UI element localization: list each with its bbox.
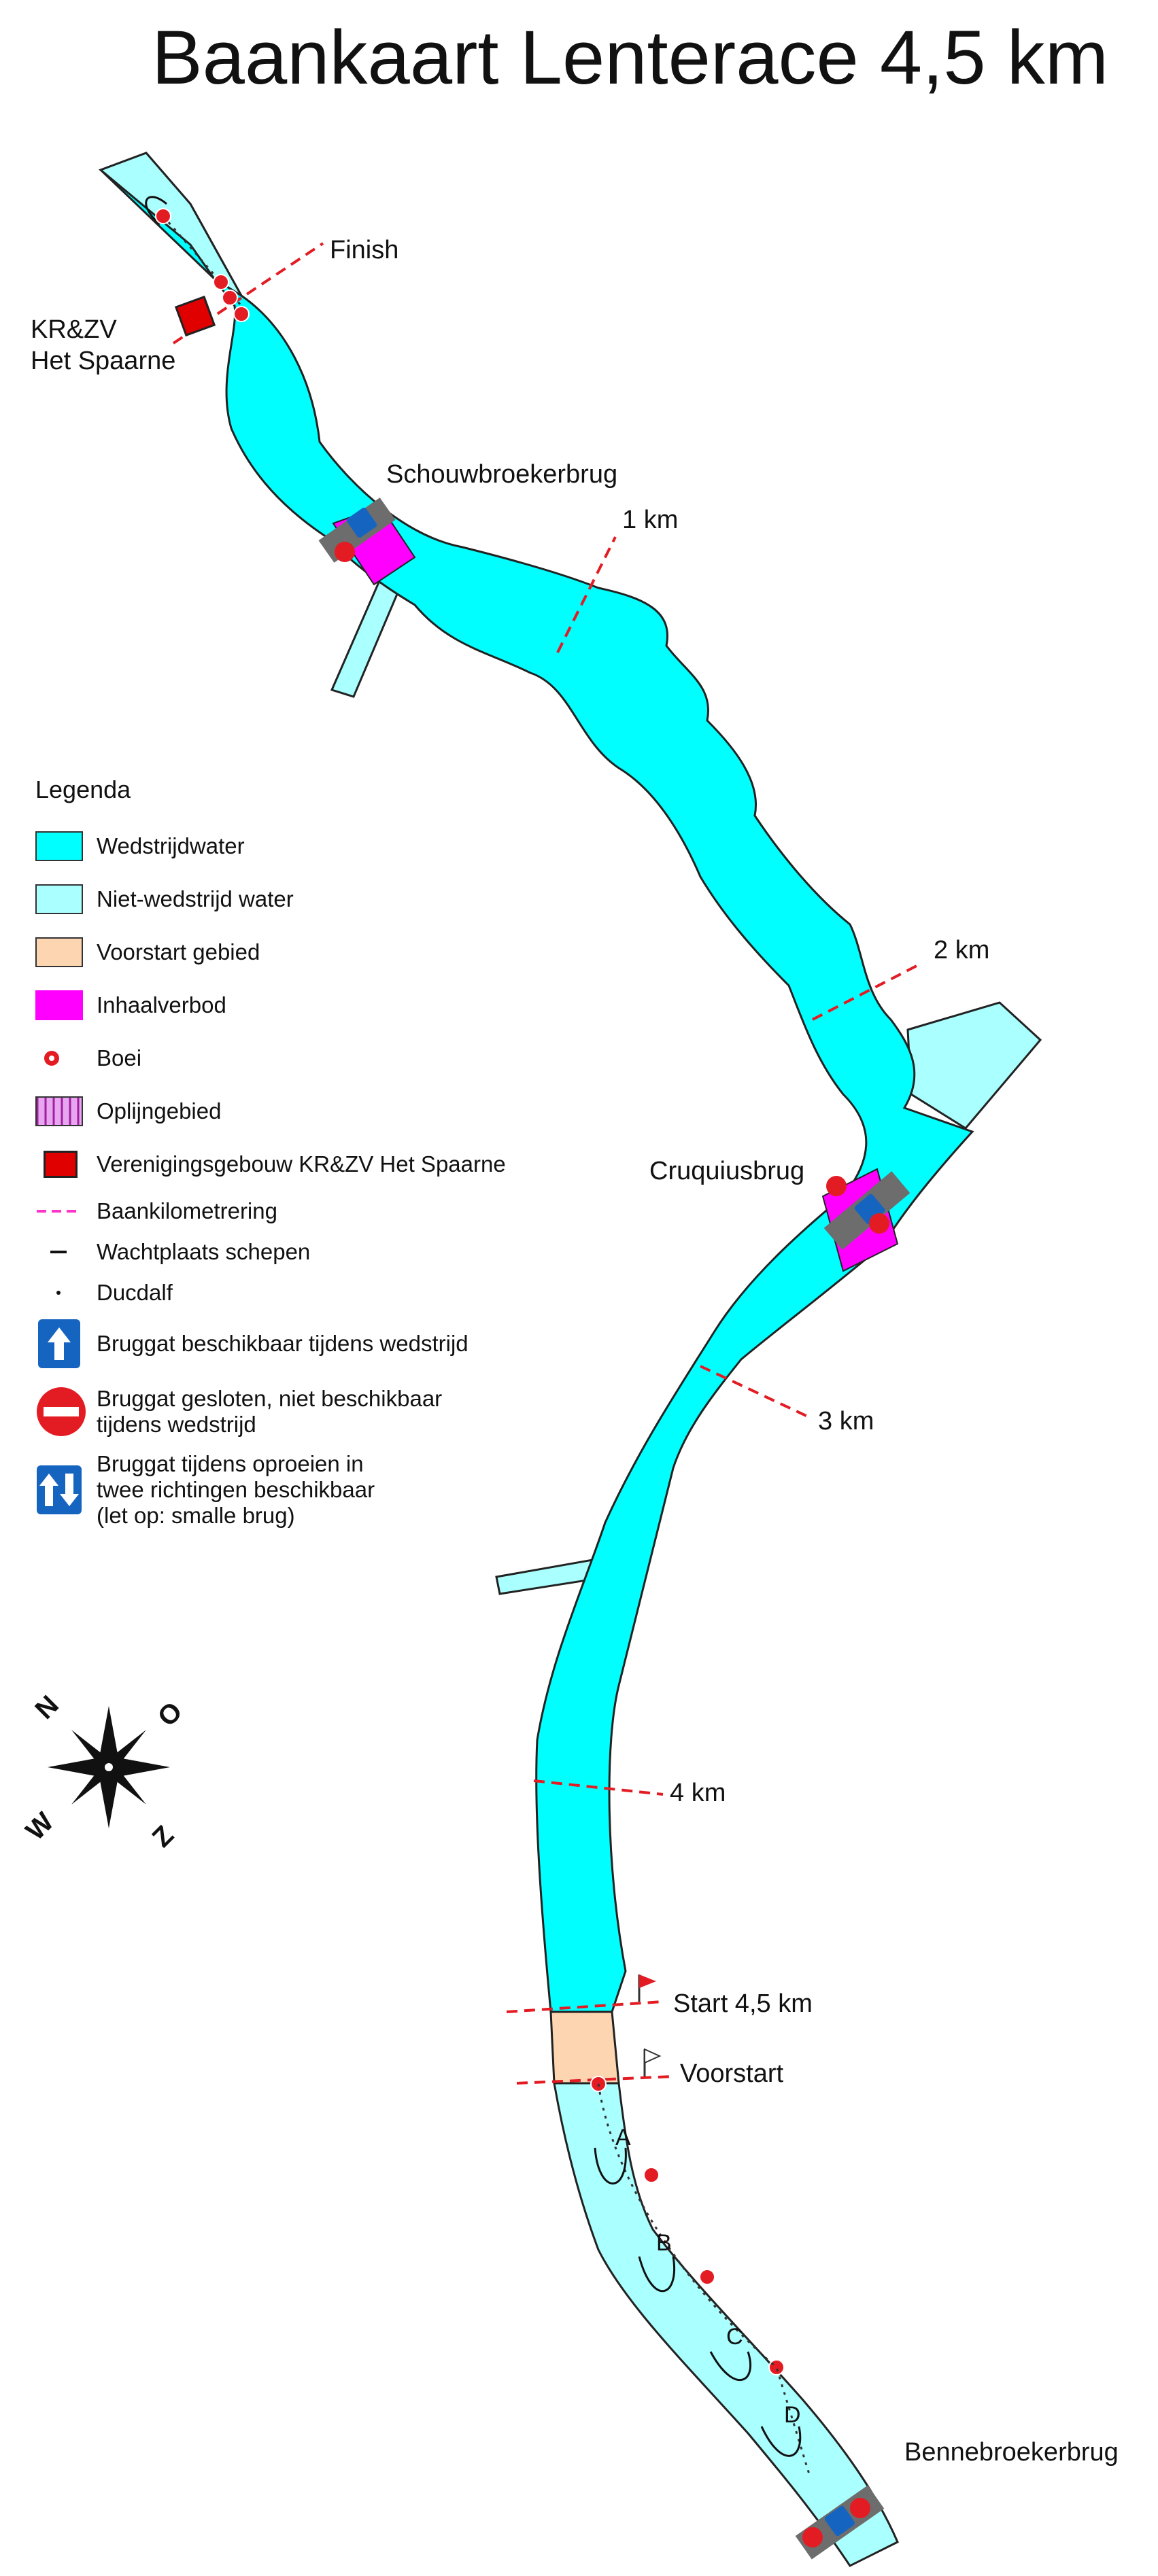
legend-item: Voorstart gebied <box>35 926 620 979</box>
finish-label: Finish <box>330 236 399 264</box>
buoy <box>213 274 229 290</box>
clubhouse-icon <box>174 295 216 337</box>
legend-item: Boei <box>35 1032 620 1085</box>
legend-title: Legenda <box>35 776 131 803</box>
km-line-2 <box>812 964 919 1021</box>
turn-arrow-a <box>594 2147 627 2185</box>
legend-item: Wedstrijdwater <box>35 820 620 873</box>
prestart-label: Voorstart <box>680 2059 784 2088</box>
legend-item: Baankilometrering <box>35 1191 620 1232</box>
legend: Legenda Wedstrijdwater Niet-wedstrijd wa… <box>35 775 620 1531</box>
bridge-schouwbroek <box>318 498 396 563</box>
km-label-1: 1 km <box>622 506 679 534</box>
legend-item: Ducdalf <box>35 1272 620 1313</box>
bridge-twoway-icon <box>37 1465 82 1514</box>
legend-item: Oplijngebied <box>35 1085 620 1138</box>
legend-item: Bruggat tijdens oproeien in twee richtin… <box>35 1449 620 1531</box>
mooring-post-icon <box>56 1291 61 1295</box>
km-label-2: 2 km <box>934 936 990 964</box>
no-overtaking-swatch <box>35 990 83 1020</box>
km-line-4 <box>533 1779 664 1796</box>
buoy <box>699 2269 715 2285</box>
km-label-4: 4 km <box>670 1779 726 1807</box>
legend-item: Inhaalverbod <box>35 979 620 1032</box>
lane-label-a: A <box>615 2125 631 2151</box>
turn-arrow-c <box>709 2351 752 2382</box>
lineup-area-swatch <box>35 1096 83 1126</box>
km-label-3: 3 km <box>818 1407 874 1435</box>
turn-arrow-b <box>638 2256 675 2293</box>
buoy <box>643 2167 660 2183</box>
bridge-bennebroek <box>795 2485 885 2560</box>
bridge-label-cruquiusbrug: Cruquiusbrug <box>649 1157 805 1185</box>
legend-item: Verenigingsgebouw KR&ZV Het Spaarne <box>35 1138 620 1191</box>
bridge-closed-icon <box>37 1387 86 1436</box>
prestart-flag-icon <box>643 2048 662 2076</box>
waiting-place-icon <box>50 1251 67 1253</box>
legend-item: Bruggat beschikbaar tijdens wedstrijd <box>35 1313 620 1374</box>
bridge-open-icon <box>38 1319 80 1368</box>
bridge-label-bennebroekerbrug: Bennebroekerbrug <box>904 2438 1119 2467</box>
side-channel-north <box>330 576 403 698</box>
river-upper <box>99 152 974 2013</box>
race-water-swatch <box>35 831 83 861</box>
finish-line <box>172 242 324 345</box>
clubhouse-icon <box>44 1151 78 1178</box>
km-line-1 <box>556 536 617 653</box>
lane-label-c: C <box>726 2324 743 2350</box>
km-line-3 <box>700 1365 810 1418</box>
lower-channel <box>553 2082 899 2567</box>
buoy-icon <box>44 1051 59 1066</box>
club-label: KR&ZV Het Spaarne <box>31 315 176 375</box>
km-line-icon <box>37 1210 82 1213</box>
start-label: Start 4,5 km <box>673 1989 813 2018</box>
legend-item: Niet-wedstrijd water <box>35 873 620 926</box>
prestart-swatch <box>35 937 83 967</box>
bridge-label-schouwbroekerbrug: Schouwbroekerbrug <box>386 460 618 489</box>
non-race-water-swatch <box>35 884 83 914</box>
prestart-area <box>549 2011 620 2085</box>
buoy <box>233 306 250 322</box>
buoy <box>768 2359 785 2375</box>
lane-label-d: D <box>784 2402 801 2428</box>
compass-rose <box>48 1706 170 1828</box>
buoy <box>222 290 238 306</box>
turn-arrow-finish <box>145 196 167 226</box>
turn-arrow-d <box>760 2426 802 2457</box>
bridge-cruquius <box>823 1171 910 1250</box>
side-channel-cruquius <box>906 1001 1042 1130</box>
map-title: Baankaart Lenterace 4,5 km <box>151 15 1109 100</box>
lane-label-b: B <box>656 2230 672 2256</box>
start-line <box>506 2000 664 2013</box>
legend-item: Bruggat gesloten, niet beschikbaar tijde… <box>35 1374 620 1449</box>
legend-item: Wachtplaats schepen <box>35 1232 620 1272</box>
buoy <box>155 208 171 224</box>
start-flag-icon <box>638 1974 656 2002</box>
finish-basin <box>99 152 243 297</box>
